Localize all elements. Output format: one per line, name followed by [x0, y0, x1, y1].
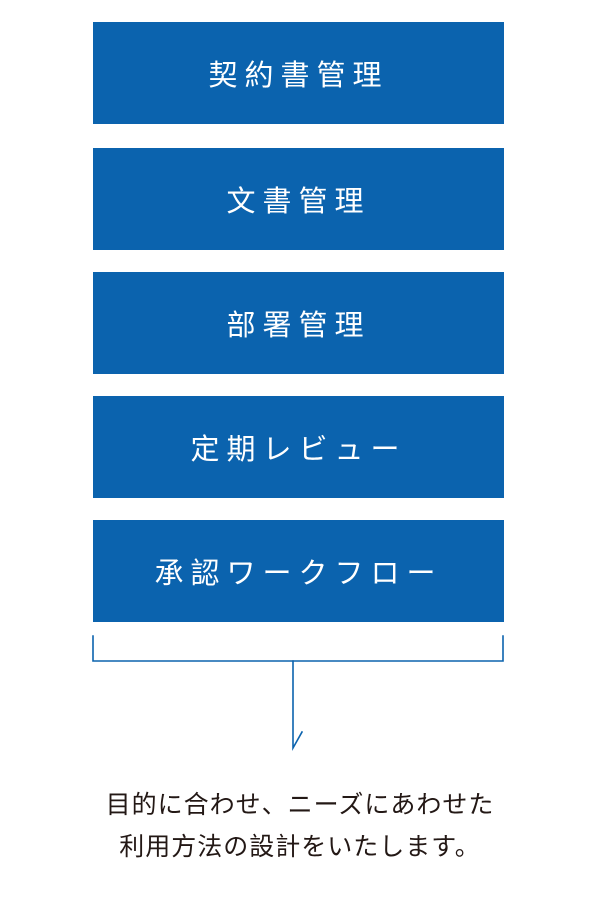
caption-line-1: 目的に合わせ、ニーズにあわせた [105, 790, 495, 819]
caption-line-2: 利用方法の設計をいたします。 [119, 832, 481, 861]
feature-box-approval-workflow: 承認ワークフロー [93, 520, 504, 622]
feature-box-label: 部署管理 [226, 308, 371, 342]
feature-box-label: 契約書管理 [208, 58, 389, 92]
feature-box-label: 承認ワークフロー [154, 556, 443, 590]
bracket-line [92, 635, 504, 662]
feature-box-label: 文書管理 [226, 184, 371, 218]
arrow-stem [292, 660, 304, 752]
feature-box-department-management: 部署管理 [93, 272, 504, 374]
feature-box-label: 定期レビュー [190, 432, 407, 466]
feature-box-contract-management: 契約書管理 [93, 22, 504, 124]
feature-box-document-management: 文書管理 [93, 148, 504, 250]
feature-box-periodic-review: 定期レビュー [93, 396, 504, 498]
